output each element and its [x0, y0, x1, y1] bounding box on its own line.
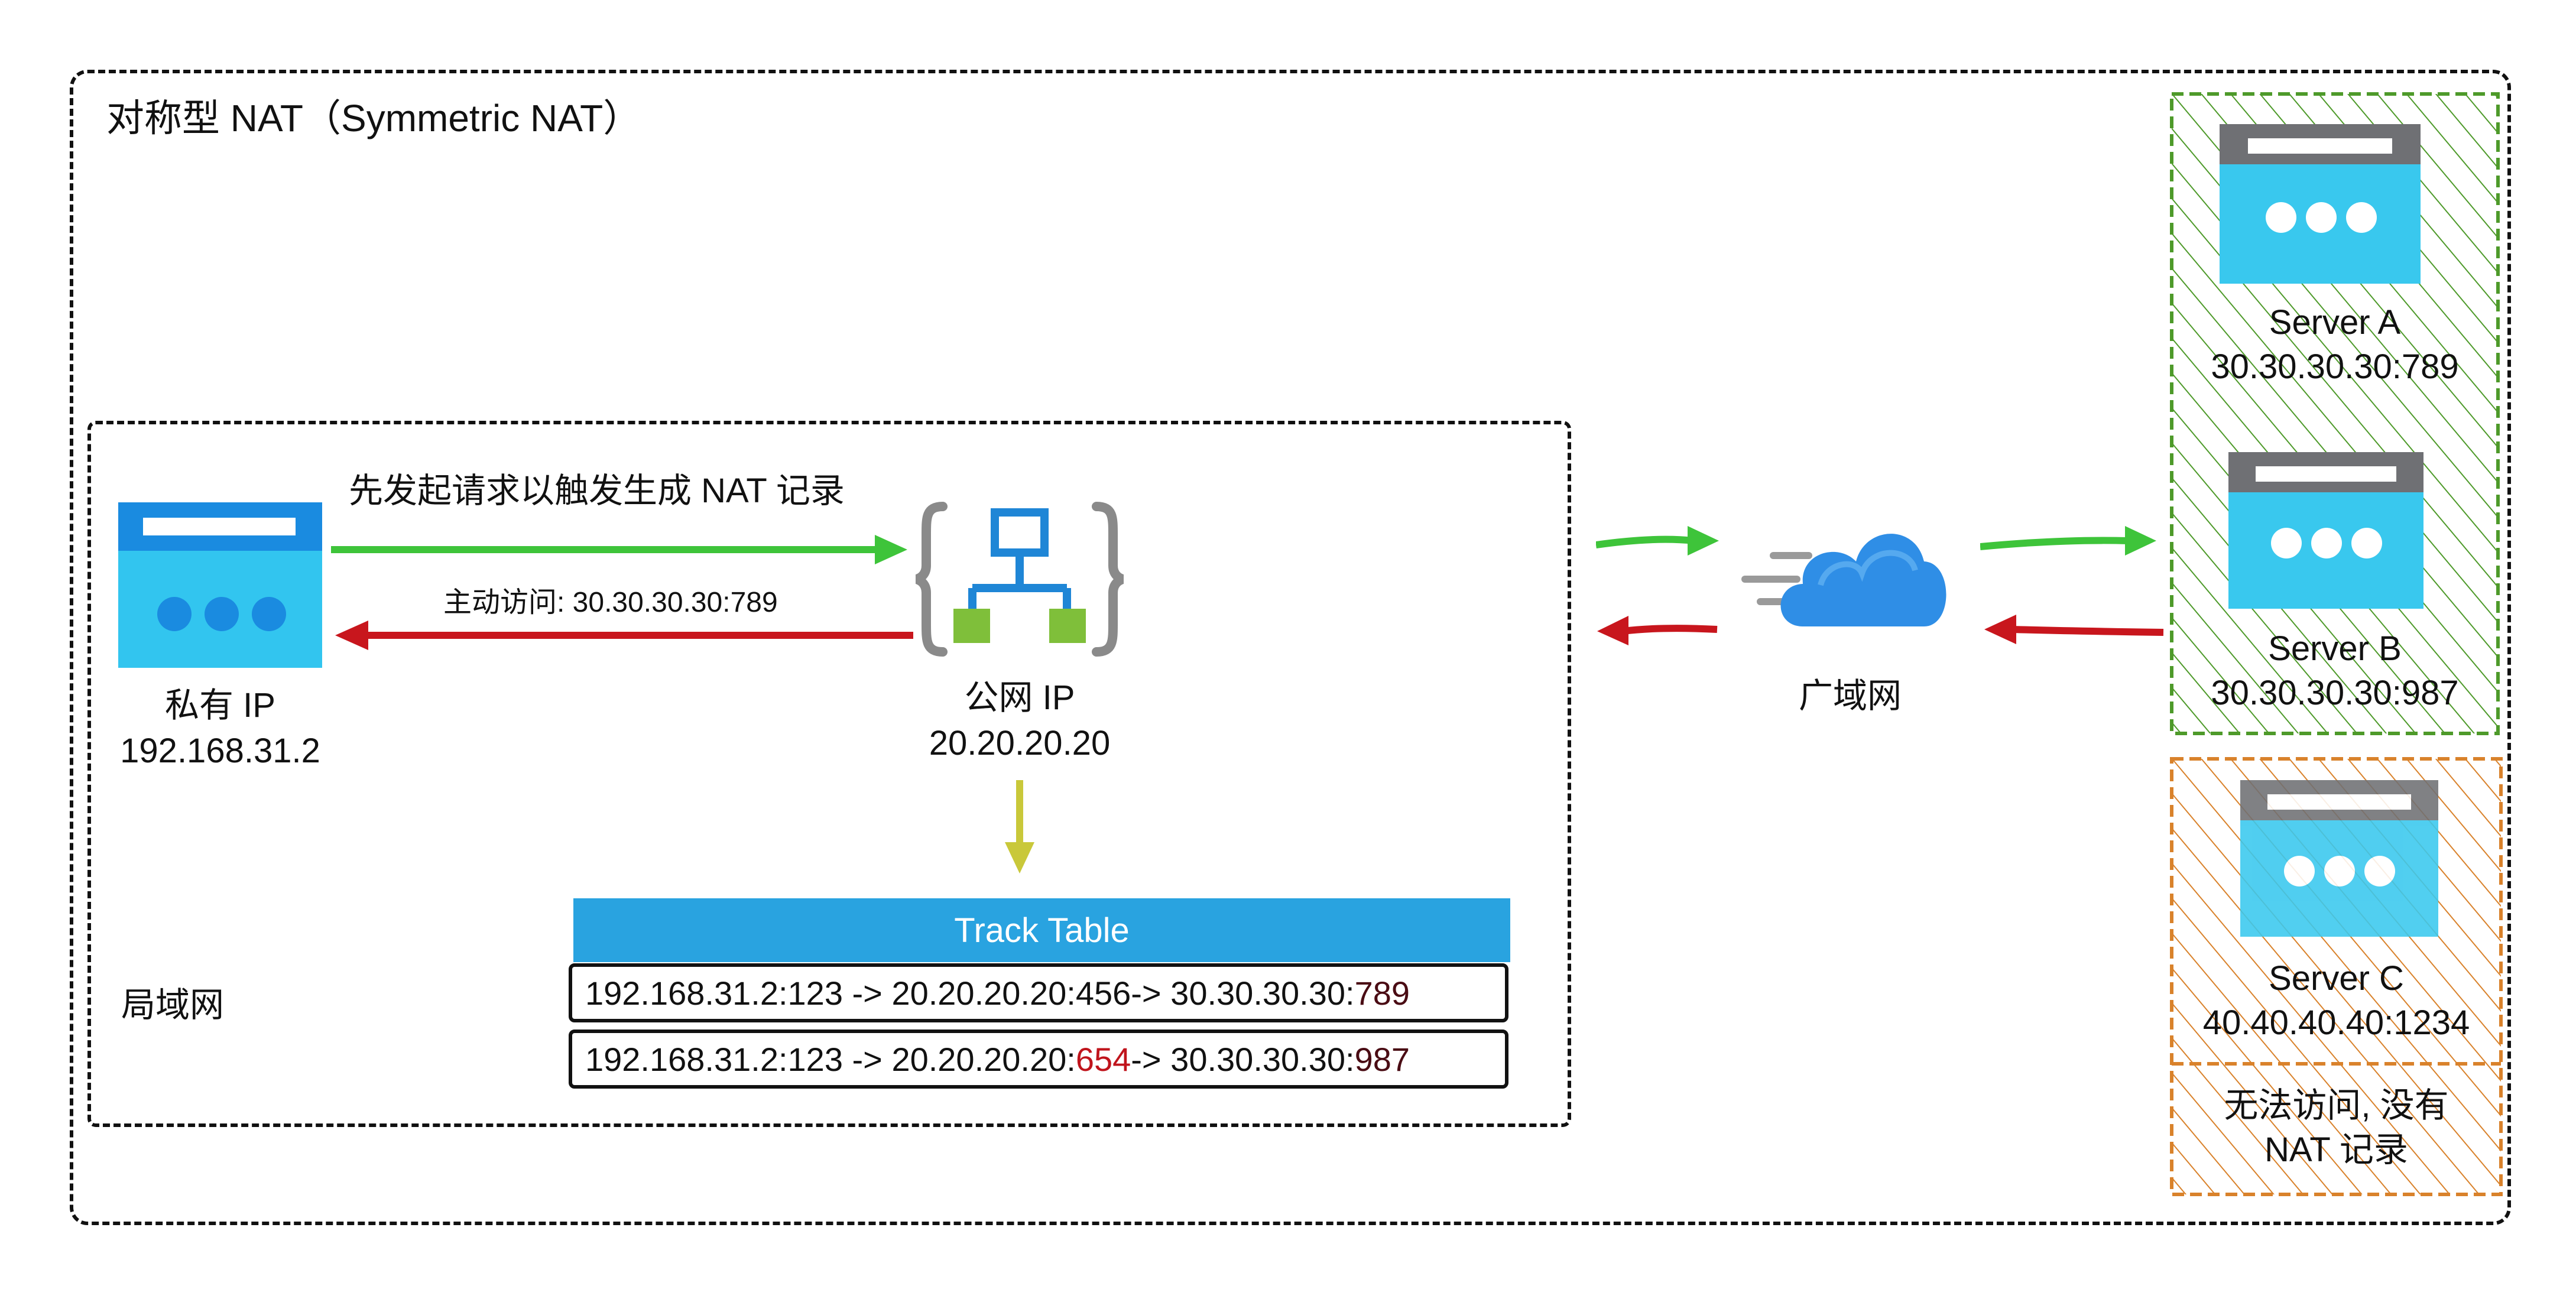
- blocked-note-line2: NAT 记录: [2264, 1131, 2408, 1169]
- track-row-suffix: -> 30.30.30.30:: [1131, 974, 1355, 1012]
- track-row-dest-port: 789: [1354, 974, 1410, 1012]
- server-a-icon: [2220, 124, 2421, 284]
- server-b-icon: [2228, 452, 2423, 609]
- request-arrow-label: 先发起请求以触发生成 NAT 记录: [349, 472, 845, 510]
- response-arrow-label: 主动访问: 30.30.30.30:789: [443, 587, 778, 618]
- track-table-row: 192.168.31.2:123 -> 20.20.20.20: 456 -> …: [569, 963, 1508, 1022]
- wan-cloud-icon: [1741, 534, 1946, 626]
- wan-to-server-arrow: [1980, 526, 2156, 556]
- server-c-icon: [2240, 780, 2438, 937]
- server-b-name: Server B: [2268, 629, 2402, 668]
- private-host-label: 私有 IP: [165, 686, 275, 725]
- track-row-dest-port: 987: [1354, 1040, 1410, 1078]
- request-arrow: [331, 535, 907, 564]
- nat-router-icon: [914, 502, 1125, 657]
- track-row-prefix: 192.168.31.2:123 -> 20.20.20.20:: [585, 974, 1076, 1012]
- server-to-wan-arrow: [1984, 615, 2164, 644]
- track-table-header: Track Table: [573, 898, 1510, 962]
- symmetric-nat-frame: [70, 70, 2511, 1225]
- server-c-name: Server C: [2269, 959, 2404, 998]
- table-arrow: [1005, 780, 1034, 873]
- track-row-prefix: 192.168.31.2:123 -> 20.20.20.20:: [585, 1040, 1076, 1078]
- track-row-port: 654: [1075, 1040, 1131, 1078]
- server-a-address: 30.30.30.30:789: [2211, 348, 2459, 386]
- track-table-row: 192.168.31.2:123 -> 20.20.20.20: 654 -> …: [569, 1030, 1508, 1089]
- nat-router-ip: 20.20.20.20: [929, 724, 1111, 762]
- response-arrow: [335, 621, 913, 650]
- track-table-title: Track Table: [954, 911, 1130, 950]
- server-c-address: 40.40.40.40:1234: [2202, 1004, 2470, 1042]
- wan-to-lan-arrow: [1597, 616, 1718, 645]
- private-host-ip: 192.168.31.2: [120, 732, 320, 770]
- server-a-name: Server A: [2269, 303, 2401, 342]
- lan-to-wan-arrow: [1596, 526, 1719, 556]
- wan-label: 广域网: [1798, 677, 1902, 715]
- track-row-port: 456: [1075, 974, 1131, 1012]
- lan-label: 局域网: [121, 986, 225, 1024]
- nat-router-label: 公网 IP: [964, 678, 1075, 717]
- blocked-note-line1: 无法访问, 没有: [2224, 1086, 2449, 1125]
- private-host-icon: [118, 502, 322, 668]
- lan-frame: [87, 421, 1571, 1127]
- server-b-address: 30.30.30.30:987: [2211, 674, 2459, 712]
- diagram-title: 对称型 NAT（Symmetric NAT）: [106, 97, 641, 139]
- track-row-suffix: -> 30.30.30.30:: [1131, 1040, 1355, 1078]
